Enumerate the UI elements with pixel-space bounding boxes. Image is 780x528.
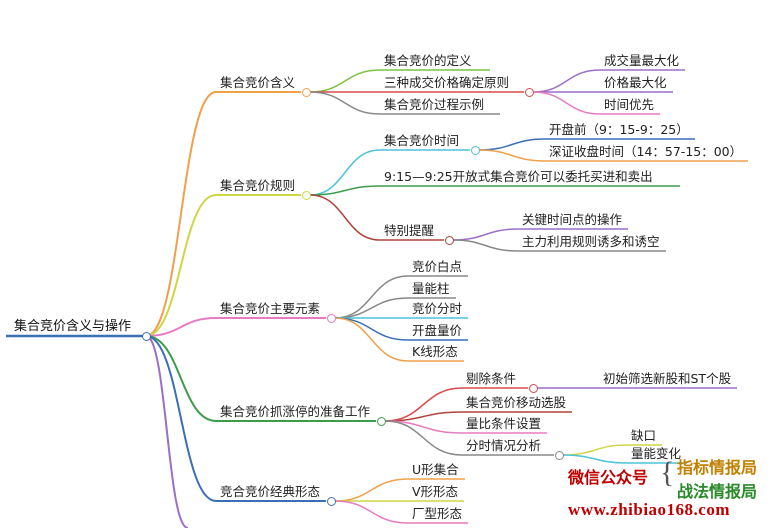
node-tebie-tixing[interactable]: 特别提醒 [384,223,435,238]
n-1-0-1-link [478,149,546,162]
n-1-0-link [309,149,381,196]
node-v-xing[interactable]: V形形态 [412,484,459,499]
node-tichu-tiaojian[interactable]: 剔除条件 [466,371,517,386]
node-kaifangshi-jingjia[interactable]: 9:15—9:25开放式集合竞价可以委托买进和卖出 [384,169,653,184]
n-1-2-1-link [452,239,519,252]
node-jiage-zuida[interactable]: 价格最大化 [604,75,667,90]
node-zhuazhangting-zhunbei[interactable]: 集合竞价抓涨停的准备工作 [220,404,371,419]
node-chengjiaoliang-zuida[interactable]: 成交量最大化 [604,53,680,68]
n-0-link [145,91,217,337]
node-shijian-youxian[interactable]: 时间优先 [604,97,655,112]
node-jihejingjia-guize[interactable]: 集合竞价规则 [220,178,296,193]
n-4-2-link [334,500,409,524]
node-kaipan-liangjia[interactable]: 开盘量价 [412,323,463,338]
node-fenshi-fenxi[interactable]: 分时情况分析 [466,438,542,453]
node-liangnengzhu[interactable]: 量能柱 [412,281,450,296]
node-jihejingjia-hanyi[interactable]: 集合竞价含义 [220,75,296,90]
n-3-0-link [384,387,463,422]
node-guocheng-shili[interactable]: 集合竞价过程示例 [384,97,485,112]
root-collapse-dot[interactable] [141,331,151,341]
node-shenzheng-shoupan[interactable]: 深证收盘时间（14：57-15：00） [549,144,743,159]
n-2-collapse-dot[interactable] [326,313,336,323]
n-4-0-link [334,478,409,502]
node-chang-xing[interactable]: 厂型形态 [412,506,463,521]
node-jingjia-fenshi[interactable]: 竞价分时 [412,301,463,316]
n-3-3-0-link [562,444,628,456]
n-1-2-link [309,194,381,241]
node-yidong-xuangu[interactable]: 集合竞价移动选股 [466,395,567,410]
n-3-0-collapse-dot[interactable] [528,383,538,393]
node-zhuyao-yuansu[interactable]: 集合竞价主要元素 [220,301,321,316]
n-0-0-link [309,69,381,93]
n-3-3-collapse-dot[interactable] [554,450,564,460]
n-3-3-link [384,420,463,456]
n-1-collapse-dot[interactable] [301,190,311,200]
node-jingjia-baidian[interactable]: 竞价白点 [412,259,463,274]
node-jingdian-xingtai[interactable]: 竞合竞价经典形态 [220,484,321,499]
node-jingjia-shijian[interactable]: 集合竞价时间 [384,133,460,148]
node-liangbi-shezhi[interactable]: 量比条件设置 [466,416,542,431]
n-1-0-collapse-dot[interactable] [470,145,480,155]
n-1-0-0-link [478,138,546,151]
node-quekou[interactable]: 缺口 [631,428,657,443]
n-4-link [145,335,217,502]
n-0-1-2-link [532,91,601,115]
watermark-brace: { [660,456,675,489]
root-node[interactable]: 集合竞价含义与操作 [14,319,132,334]
watermark-url: www.zhibiao168.com [568,500,730,519]
n-0-collapse-dot[interactable] [301,87,311,97]
n-2-1-link [334,297,409,319]
node-dingyi[interactable]: 集合竞价的定义 [384,53,472,68]
n-3-3-1-link [562,454,628,464]
n-2-4-link [334,317,409,362]
n-0-1-0-link [532,69,601,93]
n-3-link [145,335,217,422]
branch-5-link [145,335,189,528]
node-sanzhong-yuanze[interactable]: 三种成交价格确定原则 [384,75,510,90]
node-kxian-xingtai[interactable]: K线形态 [412,344,458,359]
node-guanjian-shijiandian[interactable]: 关键时间点的操作 [522,212,623,227]
n-2-link [145,317,217,337]
node-liangneng-bianhua[interactable]: 量能变化 [631,446,682,461]
node-chushi-shaixuan[interactable]: 初始筛选新股和ST个股 [603,371,732,386]
n-3-collapse-dot[interactable] [376,416,386,426]
n-0-2-link [309,91,381,115]
n-4-collapse-dot[interactable] [326,496,336,506]
n-1-1-link [309,185,381,196]
n-2-3-link [334,317,409,341]
n-1-link [145,194,217,337]
node-u-xing[interactable]: U形集合 [412,462,459,477]
n-1-2-collapse-dot[interactable] [444,235,454,245]
watermark-zhibiao: 指标情报局 [677,460,758,477]
n-0-1-collapse-dot[interactable] [524,87,534,97]
node-zhuli-youduo[interactable]: 主力利用规则诱多和诱空 [522,234,660,249]
n-1-2-0-link [452,228,519,241]
watermark-wechat: 微信公众号 [568,470,649,487]
watermark-zhanfa: 战法情报局 [677,484,758,501]
node-kaipanqian[interactable]: 开盘前（9：15-9：25） [549,122,689,137]
n-2-0-link [334,275,409,319]
